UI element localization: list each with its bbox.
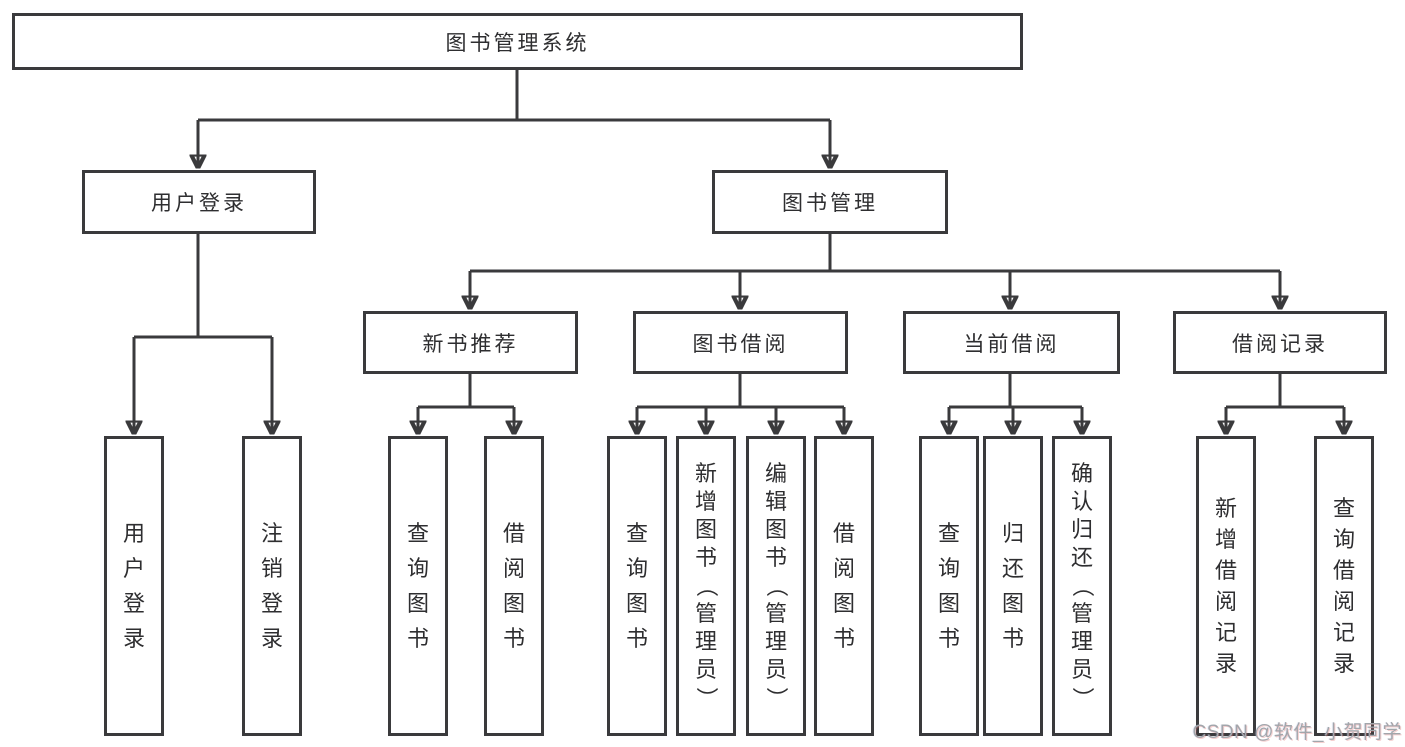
vertical-paren-char: ） (693, 686, 719, 710)
node-borrowing-records: 借阅记录 (1173, 311, 1387, 374)
vertical-label-char: 记 (1332, 619, 1355, 645)
vertical-label-char: 归 (1001, 520, 1024, 546)
vertical-label-char: 管 (1070, 601, 1093, 626)
vertical-label-char: 书 (406, 625, 429, 651)
vertical-label-char: 录 (1214, 650, 1237, 676)
node-leaf-add-borrow-record: 新增借阅记录 (1196, 436, 1256, 736)
vertical-label-char: 管 (694, 601, 717, 626)
node-book-borrowing: 图书借阅 (633, 311, 848, 374)
vertical-paren-char: ） (763, 686, 789, 710)
vertical-label-char: 图 (764, 517, 787, 542)
node-leaf-edit-books-admin: 编辑图书 （ 管理员 ） (746, 436, 806, 736)
vertical-label-char: 编 (764, 461, 787, 486)
vertical-label-char: 户 (122, 555, 145, 581)
vertical-paren-char: （ (1069, 574, 1095, 598)
vertical-label-char: 图 (832, 590, 855, 616)
vertical-label-char: 阅 (1214, 588, 1237, 614)
vertical-label-char: 销 (260, 555, 283, 581)
vertical-label-char: 阅 (832, 555, 855, 581)
node-root-library-system: 图书管理系统 (12, 13, 1023, 70)
vertical-label-char: 归 (1070, 517, 1093, 542)
vertical-label-char: 录 (260, 625, 283, 651)
vertical-label-char: 还 (1001, 555, 1024, 581)
vertical-label-char: 录 (122, 625, 145, 651)
vertical-label-char: 图 (502, 590, 525, 616)
vertical-label-char: 阅 (502, 555, 525, 581)
vertical-label-char: 记 (1214, 619, 1237, 645)
vertical-label-char: 查 (406, 520, 429, 546)
node-leaf-query-books-rec: 查询图书 (388, 436, 448, 736)
vertical-label-char: 登 (260, 590, 283, 616)
vertical-label-char: 询 (625, 555, 648, 581)
node-leaf-return-books: 归还图书 (983, 436, 1043, 736)
vertical-label-char: 询 (406, 555, 429, 581)
vertical-label-char: 书 (832, 625, 855, 651)
vertical-label-char: 还 (1070, 545, 1093, 570)
vertical-label-char: 管 (764, 601, 787, 626)
vertical-label-char: 用 (122, 520, 145, 546)
vertical-label-char: 书 (937, 625, 960, 651)
node-leaf-confirm-return-admin: 确认归还 （ 管理员 ） (1052, 436, 1112, 736)
node-leaf-add-books-admin: 新增图书 （ 管理员 ） (676, 436, 736, 736)
vertical-label-char: 图 (1001, 590, 1024, 616)
node-leaf-user-login: 用户登录 (104, 436, 164, 736)
vertical-label-char: 认 (1070, 489, 1093, 514)
vertical-label-char: 员 (694, 657, 717, 682)
vertical-label-char: 询 (1332, 526, 1355, 552)
vertical-label-char: 查 (1332, 495, 1355, 521)
vertical-label-char: 书 (502, 625, 525, 651)
vertical-label-char: 注 (260, 520, 283, 546)
vertical-label-char: 借 (1214, 557, 1237, 583)
vertical-label-char: 书 (694, 545, 717, 570)
node-leaf-query-borrow-record: 查询借阅记录 (1314, 436, 1374, 736)
vertical-label-char: 阅 (1332, 588, 1355, 614)
vertical-paren-char: ） (1069, 686, 1095, 710)
csdn-watermark: CSDN @软件_小贺同学 (1192, 722, 1402, 743)
vertical-paren-char: （ (763, 574, 789, 598)
vertical-paren-char: （ (693, 574, 719, 598)
node-leaf-query-books-borrow: 查询图书 (607, 436, 667, 736)
vertical-label-char: 询 (937, 555, 960, 581)
node-user-login: 用户登录 (82, 170, 316, 234)
node-current-borrowing: 当前借阅 (903, 311, 1120, 374)
vertical-label-char: 图 (937, 590, 960, 616)
node-new-book-recommendation: 新书推荐 (363, 311, 578, 374)
vertical-label-char: 登 (122, 590, 145, 616)
vertical-label-char: 录 (1332, 650, 1355, 676)
vertical-label-char: 书 (1001, 625, 1024, 651)
vertical-label-char: 辑 (764, 489, 787, 514)
vertical-label-char: 借 (832, 520, 855, 546)
vertical-label-char: 新 (1214, 495, 1237, 521)
vertical-label-char: 查 (625, 520, 648, 546)
vertical-label-char: 借 (502, 520, 525, 546)
vertical-label-char: 借 (1332, 557, 1355, 583)
vertical-label-char: 员 (764, 657, 787, 682)
node-leaf-logout: 注销登录 (242, 436, 302, 736)
vertical-label-char: 图 (406, 590, 429, 616)
vertical-label-char: 增 (1214, 526, 1237, 552)
vertical-label-char: 确 (1070, 461, 1093, 486)
node-leaf-borrow-books-rec: 借阅图书 (484, 436, 544, 736)
vertical-label-char: 书 (764, 545, 787, 570)
vertical-label-char: 新 (694, 461, 717, 486)
vertical-label-char: 理 (764, 629, 787, 654)
node-leaf-query-books-current: 查询图书 (919, 436, 979, 736)
vertical-label-char: 图 (694, 517, 717, 542)
vertical-label-char: 理 (694, 629, 717, 654)
vertical-label-char: 增 (694, 489, 717, 514)
node-book-management: 图书管理 (712, 170, 948, 234)
vertical-label-char: 查 (937, 520, 960, 546)
vertical-label-char: 理 (1070, 629, 1093, 654)
vertical-label-char: 图 (625, 590, 648, 616)
vertical-label-char: 员 (1070, 657, 1093, 682)
vertical-label-char: 书 (625, 625, 648, 651)
node-leaf-borrow-books: 借阅图书 (814, 436, 874, 736)
